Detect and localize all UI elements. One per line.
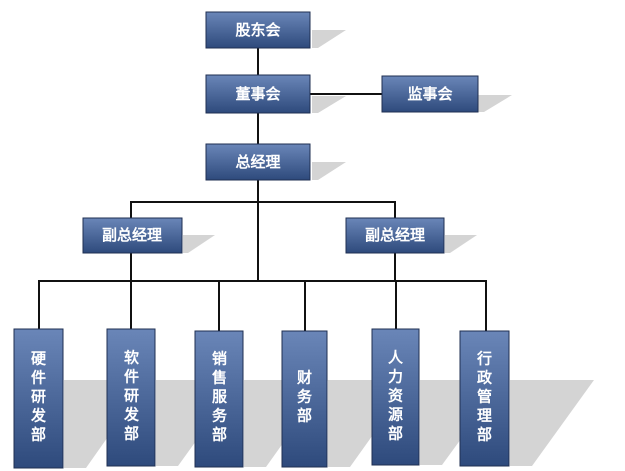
shadow-deputy-right (445, 235, 477, 253)
label-supervisors: 监事会 (407, 85, 452, 103)
shadow-shareholders (312, 30, 346, 48)
box-deputy-right: 副总经理 (345, 217, 445, 254)
label-dept-sales: 销售服务部 (210, 350, 228, 446)
shadow-general-manager (312, 162, 346, 180)
box-dept-admin: 行政管理部 (459, 330, 510, 467)
box-deputy-left: 副总经理 (82, 217, 183, 254)
label-dept-hardware: 硬件研发部 (29, 351, 47, 446)
label-dept-admin: 行政管理部 (475, 350, 493, 446)
box-dept-finance: 财务部 (281, 330, 328, 468)
box-board: 董事会 (205, 74, 311, 114)
shadow-supervisors (478, 95, 512, 112)
shadow-deputy-left (183, 235, 215, 253)
shadow-board (312, 96, 346, 113)
box-shareholders: 股东会 (205, 11, 311, 49)
box-dept-hardware: 硬件研发部 (13, 328, 64, 469)
label-dept-software: 软件研发部 (122, 349, 140, 445)
label-general-manager: 总经理 (235, 153, 280, 171)
label-board: 董事会 (235, 85, 280, 103)
label-deputy-left: 副总经理 (102, 226, 162, 244)
box-dept-hr: 人力资源部 (371, 328, 420, 466)
box-dept-sales: 销售服务部 (194, 330, 244, 468)
connectors (38, 47, 487, 332)
label-shareholders: 股东会 (235, 21, 280, 39)
box-dept-software: 软件研发部 (106, 328, 156, 467)
box-general-manager: 总经理 (205, 143, 311, 181)
box-supervisors: 监事会 (381, 75, 479, 113)
label-dept-finance: 财务部 (295, 369, 313, 427)
label-dept-hr: 人力资源部 (386, 350, 404, 445)
label-deputy-right: 副总经理 (365, 226, 425, 244)
shadow-dept-admin (510, 380, 594, 466)
